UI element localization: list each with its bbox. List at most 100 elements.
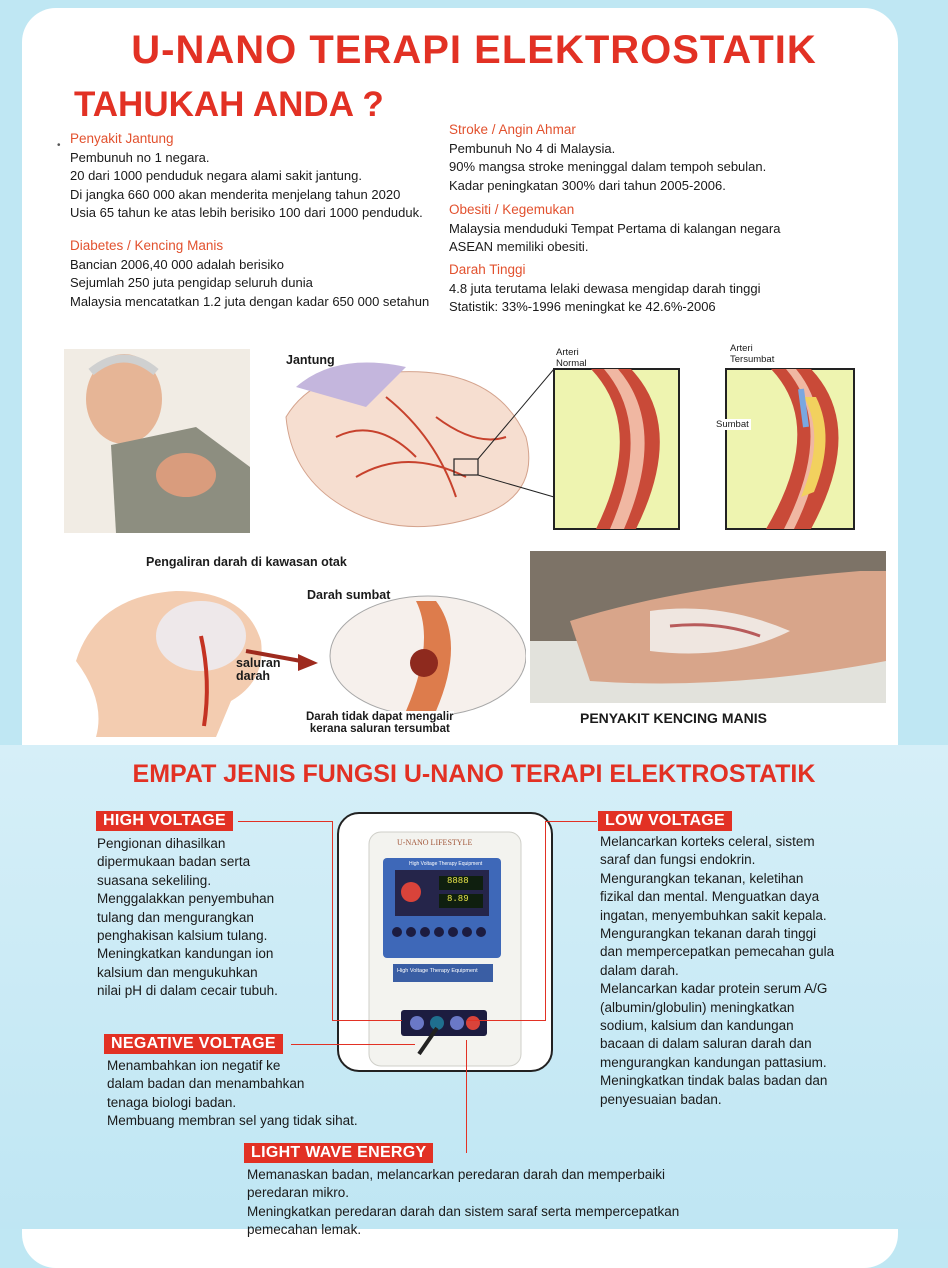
fact-heart: Penyakit Jantung Pembunuh no 1 negara. 2… [70,130,423,223]
connector-low-drop [545,821,546,1021]
desc-line: penghakisan kalsium tulang. [97,928,268,944]
fact-line: Malaysia menduduki Tempat Pertama di kal… [449,220,781,236]
desc-line: mengurangkan kandungan pattasium. [600,1054,827,1070]
fact-diabetes: Diabetes / Kencing Manis Bancian 2006,40… [70,237,429,311]
label-line: Normal [556,358,587,369]
device-panel-label: High Voltage Therapy Equipment [409,861,483,867]
desc-line: sodium, kalsium dan kandungan [600,1018,794,1034]
fact-obesity: Obesiti / Kegemukan Malaysia menduduki T… [449,201,780,257]
fact-line: Di jangka 660 000 akan menderita menjela… [70,186,401,202]
device-illustration [368,831,522,1067]
desc-line: Memanaskan badan, melancarkan peredaran … [247,1167,665,1182]
desc-line: pemecahan lemak. [247,1222,362,1238]
desc-line: ingatan, menyembuhkan sakit kepala. [600,907,827,923]
diabetes-photo-band: PENYAKIT KENCING MANIS [530,551,886,737]
tag-negative-voltage: NEGATIVE VOLTAGE [104,1034,283,1054]
fact-heading: Penyakit Jantung [70,131,174,146]
desc-line: Pengionan dihasilkan [97,836,226,851]
page-title: U-NANO TERAPI ELEKTROSTATIK [131,28,817,72]
label-arteri-normal: Arteri Normal [556,347,587,369]
device-display-bottom: 8.89 [447,894,469,904]
label-line: kerana saluran tersumbat [309,723,450,735]
label-diabetes: PENYAKIT KENCING MANIS [580,710,767,726]
desc-line: fizikal dan mental. Menguatkan daya [600,889,820,905]
desc-high-voltage: Pengionan dihasilkan dipermukaan badan s… [97,835,278,1001]
label-jantung: Jantung [286,353,335,367]
tag-low-voltage: LOW VOLTAGE [598,811,733,831]
connector-light [466,1040,467,1153]
bullet-icon: • [57,140,61,151]
fact-line: 90% mangsa stroke meninggal dalam tempoh… [449,159,767,174]
fact-heading: Darah Tinggi [449,262,526,277]
desc-negative-voltage: Menambahkan ion negatif ke dalam badan d… [107,1057,358,1131]
device-plate-label: High Voltage Therapy Equipment [397,968,478,974]
diabetes-photo [530,551,886,737]
desc-line: nilai pH di dalam cecair tubuh. [97,983,278,999]
fact-line: Sejumlah 250 juta pengidap seluruh dunia [70,275,313,290]
tag-high-voltage: HIGH VOLTAGE [96,811,234,831]
desc-line: dalam darah. [600,962,679,978]
label-line: saluran [236,656,281,670]
desc-line: Meningkatkan kandungan ion [97,946,274,962]
desc-line: Mengurangkan tekanan darah tinggi [600,926,817,942]
desc-line: Menggalakkan penyembuhan [97,891,275,907]
fact-line: Pembunuh no 1 negara. [70,149,210,165]
desc-line: Melancarkan kadar protein serum A/G [600,981,828,997]
label-line: Tersumbat [730,354,775,365]
label-saluran-darah: saluran darah [236,657,280,683]
connector-high [238,821,333,822]
fact-line: Pembunuh No 4 di Malaysia. [449,140,616,156]
fact-stroke: Stroke / Angin Ahmar Pembunuh No 4 di Ma… [449,121,766,195]
fact-heading: Diabetes / Kencing Manis [70,238,224,253]
desc-line: dipermukaan badan serta [97,854,251,870]
heart-illustration-band: Jantung Arteri Normal Arteri Tersumbat S… [36,327,890,542]
fact-line: Usia 65 tahun ke atas lebih berisiko 100… [70,205,423,220]
label-pengaliran: Pengaliran darah di kawasan otak [146,555,347,569]
desc-line: Meningkatkan peredaran darah dan sistem … [247,1203,680,1219]
label-sumbat: Sumbat [714,419,751,430]
connector-low [545,821,597,822]
fact-line: 20 dari 1000 penduduk negara alami sakit… [70,168,362,183]
fact-line: Malaysia mencatatkan 1.2 juta dengan kad… [70,293,430,309]
fact-line: ASEAN memiliki obesiti. [449,239,589,254]
desc-line: penyesuaian badan. [600,1091,722,1107]
connector-high-end [332,1020,402,1021]
label-line: Darah tidak dapat mengalir [306,711,454,723]
desc-line: suasana sekeliling. [97,872,212,888]
fact-line: Bancian 2006,40 000 adalah berisiko [70,256,284,272]
desc-line: Meningkatkan tindak balas badan dan [600,1073,828,1089]
desc-line: tulang dan mengurangkan [97,909,254,925]
connector-low-end [467,1020,545,1021]
label-line: Arteri [730,343,753,354]
desc-line: Melancarkan korteks celeral, sistem [600,834,815,849]
label-line: Arteri [556,347,579,358]
device-frame: U-NANO LIFESTYLE High Voltage Therapy Eq… [337,812,553,1072]
connector-high-drop [332,821,333,1021]
fact-line: Kadar peningkatan 300% dari tahun 2005-2… [449,177,726,193]
device-brand: U-NANO LIFESTYLE [397,838,473,847]
label-brain-caption: Darah tidak dapat mengalir kerana salura… [306,711,454,735]
label-line: darah [236,669,271,683]
fact-heading: Obesiti / Kegemukan [449,202,575,217]
page-subtitle: TAHUKAH ANDA ? [74,85,384,124]
desc-line: peredaran mikro. [247,1185,350,1201]
desc-line: Mengurangkan tekanan, keletihan [600,870,804,886]
desc-line: dalam badan dan menambahkan [107,1076,305,1092]
connector-negative [291,1044,415,1045]
label-arteri-tersumbat: Arteri Tersumbat [730,343,774,365]
heart-illustration [64,349,855,533]
desc-light-wave-energy: Memanaskan badan, melancarkan peredaran … [247,1166,679,1240]
desc-line: bacaan di dalam saluran darah dan [600,1036,812,1052]
section-title: EMPAT JENIS FUNGSI U-NANO TERAPI ELEKTRO… [132,760,816,788]
desc-line: Menambahkan ion negatif ke [107,1058,281,1073]
fact-line: 4.8 juta terutama lelaki dewasa mengidap… [449,280,761,296]
desc-line: tenaga biologi badan. [107,1094,237,1110]
tag-light-wave-energy: LIGHT WAVE ENERGY [244,1143,434,1163]
desc-line: kalsium dan mengukuhkan [97,964,258,980]
fact-hypertension: Darah Tinggi 4.8 juta terutama lelaki de… [449,261,760,317]
desc-line: dan mempercepatkan pemecahan gula [600,944,835,960]
desc-line: saraf dan fungsi endokrin. [600,852,756,868]
desc-low-voltage: Melancarkan korteks celeral, sistem sara… [600,833,834,1109]
fact-heading: Stroke / Angin Ahmar [449,122,576,137]
desc-line: (albumin/globulin) meningkatkan [600,999,795,1015]
